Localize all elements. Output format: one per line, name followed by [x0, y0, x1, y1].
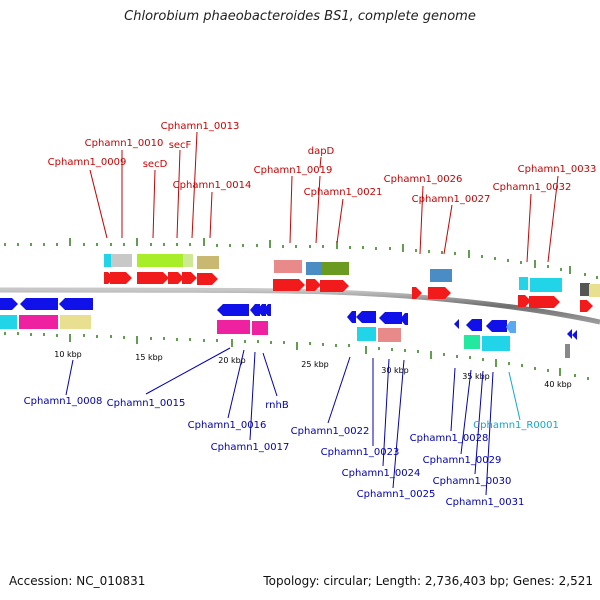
lower-ticks: [4, 332, 589, 380]
gene-label-forward: Cphamn1_0033: [518, 164, 597, 175]
scale-label: 35 kbp: [462, 372, 490, 381]
gene-label-forward: Cphamn1_0032: [493, 182, 572, 193]
scale-label: 20 kbp: [218, 356, 246, 365]
gene-label-forward: dapD: [308, 146, 335, 157]
page-title: Chlorobium phaeobacteroides BS1, complet…: [124, 9, 476, 24]
gene-label-forward: Cphamn1_0019: [254, 165, 333, 176]
scale-label: 40 kbp: [544, 380, 572, 389]
gene-label-reverse: Cphamn1_0025: [357, 489, 436, 500]
gene-label-reverse: Cphamn1_0023: [321, 447, 400, 458]
scale-labels: 10 kbp 15 kbp 20 kbp 25 kbp 30 kbp 35 kb…: [54, 350, 572, 389]
rna-arrow: [506, 321, 516, 333]
upper-ticks: [4, 238, 598, 279]
gene-label-reverse: Cphamn1_0016: [188, 420, 267, 431]
forward-arrows: [104, 272, 593, 312]
rna-leader-line: [508, 371, 521, 421]
reverse-gene-blocks: [0, 315, 570, 358]
gene-label-forward: secF: [169, 140, 192, 151]
gene-label-reverse: Cphamn1_0028: [410, 433, 489, 444]
gene-label-forward: Cphamn1_0026: [384, 174, 463, 185]
scale-label: 10 kbp: [54, 350, 82, 359]
gene-label-reverse: Cphamn1_0022: [291, 426, 370, 437]
accession-text: Accession: NC_010831: [9, 574, 146, 588]
gene-label-reverse: Cphamn1_0024: [342, 468, 421, 479]
gene-label-forward: Cphamn1_0027: [412, 194, 491, 205]
gene-label-forward: secD: [143, 159, 168, 170]
reverse-gene-labels: Cphamn1_0008 Cphamn1_0015 Cphamn1_0016 C…: [24, 396, 525, 508]
reverse-leader-lines: [65, 347, 494, 496]
gene-label-reverse: Cphamn1_0017: [211, 442, 290, 453]
gene-label-forward: Cphamn1_0013: [161, 121, 240, 132]
gene-label-reverse: Cphamn1_0015: [107, 398, 186, 409]
gene-label-reverse: rnhB: [265, 400, 289, 411]
gene-label-forward: Cphamn1_0014: [173, 180, 252, 191]
scale-label: 25 kbp: [301, 360, 329, 369]
gene-label-rna: Cphamn1_R0001: [473, 420, 559, 431]
gene-label-forward: Cphamn1_0009: [48, 157, 127, 168]
gene-label-forward: Cphamn1_0010: [85, 138, 164, 149]
gene-label-reverse: Cphamn1_0008: [24, 396, 103, 407]
scale-label: 15 kbp: [135, 353, 163, 362]
gene-label-reverse: Cphamn1_0029: [423, 455, 502, 466]
forward-gene-labels: Cphamn1_0009 Cphamn1_0010 secD secF Cpha…: [48, 121, 597, 205]
forward-gene-blocks: [104, 254, 600, 297]
scale-label: 30 kbp: [381, 366, 409, 375]
gene-label-reverse: Cphamn1_0030: [433, 476, 512, 487]
forward-leader-lines: [89, 131, 559, 263]
gene-label-reverse: Cphamn1_0031: [446, 497, 525, 508]
reverse-arrows: [0, 298, 577, 340]
genome-summary-text: Topology: circular; Length: 2,736,403 bp…: [263, 574, 593, 588]
gene-label-forward: Cphamn1_0021: [304, 187, 383, 198]
